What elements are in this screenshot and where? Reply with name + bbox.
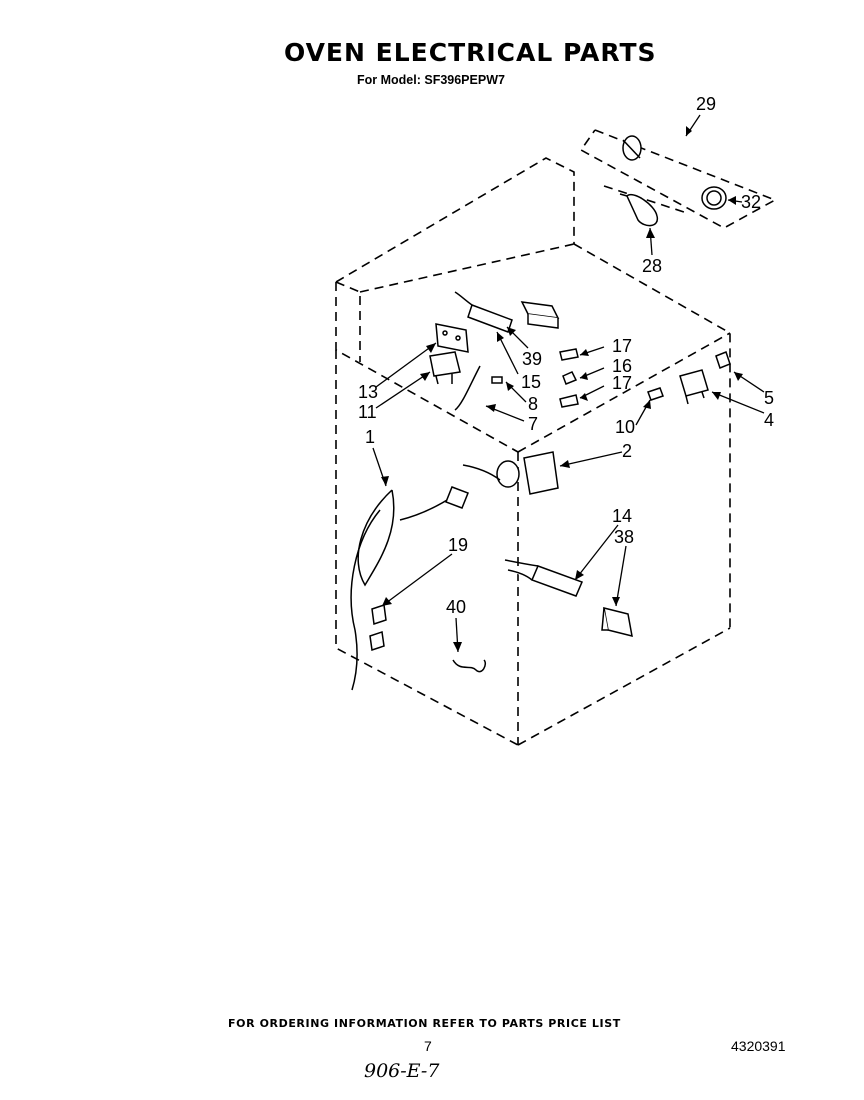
callout-17a: 17 [612,336,632,356]
callout-39: 39 [522,349,542,369]
callout-40: 40 [446,597,466,617]
callout-13: 13 [358,382,378,402]
page-number: 7 [424,1038,432,1054]
callout-16: 16 [612,356,632,376]
lamp-socket-part [622,135,642,161]
element-14-part [504,559,584,597]
bracket-38-part [601,606,633,638]
part-shapes [350,135,731,691]
wire-7-part [454,365,481,411]
power-cord-1-part [350,486,469,691]
relay-11-part [429,351,461,385]
document-number: 4320391 [731,1038,786,1054]
part-17b-part [559,394,579,408]
callout-11: 11 [358,402,377,422]
callout-1: 1 [365,427,375,447]
callout-17b: 17 [612,373,632,393]
switch-39-part [520,301,560,329]
callout-15: 15 [521,372,541,392]
element-15-part [454,291,513,333]
lamp-lens-part [701,186,727,210]
lamp-bulb-part [619,193,659,227]
cabinet-outline [335,129,777,746]
callout-labels: 29 32 28 39 15 13 11 8 7 17 16 17 5 4 10… [358,94,774,617]
callout-38: 38 [614,527,634,547]
part-17a-part [559,348,579,361]
arrowheads [381,126,743,652]
wire-40-part [452,659,487,673]
part-8-part [491,376,503,384]
part-16-part [562,371,578,385]
model-subtitle: For Model: SF396PEPW7 [357,73,505,87]
part-10-part [647,387,664,401]
callout-28: 28 [642,256,662,276]
thermostat-2-part [462,451,559,495]
callout-19: 19 [448,535,468,555]
callout-2: 2 [622,441,632,461]
bracket-13-part [435,323,469,353]
callout-5: 5 [764,388,774,408]
page-title: OVEN ELECTRICAL PARTS [284,38,657,67]
callout-8: 8 [528,394,538,414]
callout-29: 29 [696,94,716,114]
callout-7: 7 [528,414,538,434]
part-5-part [715,351,731,369]
callout-4: 4 [764,410,774,430]
callout-10: 10 [615,417,635,437]
connector-19-part [371,604,387,625]
switch-4-part [679,369,709,405]
callout-14: 14 [612,506,632,526]
connector-19b-part [369,631,385,651]
ordering-note: FOR ORDERING INFORMATION REFER TO PARTS … [228,1017,621,1030]
callout-32: 32 [741,192,761,212]
handwritten-code: 906-E-7 [364,1060,440,1082]
